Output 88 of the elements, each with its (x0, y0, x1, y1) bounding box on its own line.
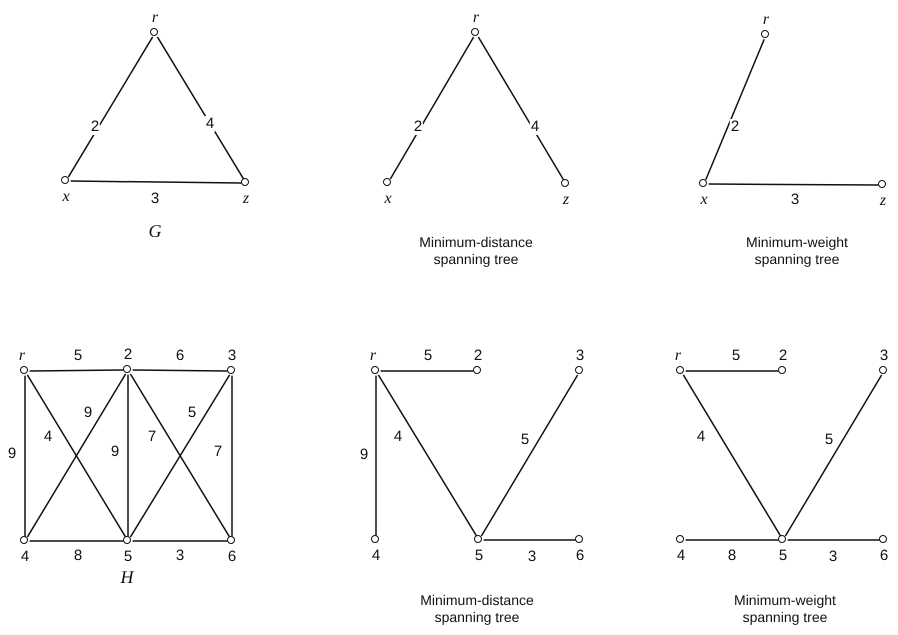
edge-weight: 2 (412, 119, 424, 135)
vertex-label: r (18, 348, 26, 364)
vertex-circle (371, 535, 380, 544)
graph-edge (686, 370, 778, 372)
vertex-label: x (700, 192, 708, 208)
vertex-label: 2 (778, 348, 788, 364)
vertex-label: 3 (576, 348, 584, 364)
vertex-circle (778, 535, 786, 544)
graph-edge (390, 36, 474, 180)
graph-edge (484, 539, 576, 541)
vertex-label: r (472, 10, 480, 26)
vertex-label: z (880, 193, 886, 209)
graph-edge (380, 370, 474, 372)
figure-caption: Minimum-distance spanning tree (419, 592, 535, 626)
vertex-label: 5 (474, 548, 484, 564)
vertex-circle (676, 366, 684, 374)
vertex-circle (778, 366, 786, 374)
edge-weight: 2 (90, 119, 100, 135)
vertex-label: 6 (576, 548, 584, 564)
vertex-label: 3 (880, 348, 888, 364)
graph-edge (127, 374, 129, 536)
graph-edge (788, 539, 880, 541)
vertex-circle (61, 176, 70, 184)
vertex-circle (878, 180, 886, 188)
vertex-circle (227, 536, 236, 544)
vertex-label: 4 (676, 548, 686, 564)
graph-name: G (148, 223, 162, 240)
vertex-label: r (762, 12, 770, 28)
vertex-label: 4 (372, 548, 380, 564)
vertex-label: 5 (778, 548, 788, 564)
vertex-circle (676, 535, 684, 544)
vertex-circle (20, 536, 28, 544)
graph-name: H (120, 569, 134, 586)
graph-edge (156, 36, 244, 180)
vertex-circle (879, 535, 888, 544)
graph-edge (705, 38, 765, 180)
vertex-circle (474, 535, 482, 544)
graph-edge (378, 374, 478, 536)
vertex-label: r (370, 348, 376, 364)
vertex-label: x (384, 191, 392, 207)
vertex-label: z (242, 191, 250, 207)
figure-caption: Minimum-weight spanning tree (745, 234, 849, 268)
graph-edge (231, 376, 233, 536)
vertex-label: r (152, 10, 158, 26)
graph-edge (682, 374, 782, 536)
vertex-circle (241, 178, 250, 186)
graph-edge (30, 540, 124, 542)
graph-edge (24, 376, 26, 536)
vertex-circle (20, 366, 28, 374)
vertex-label: z (562, 192, 570, 208)
graph-edge (30, 369, 124, 372)
vertex-label: 3 (228, 348, 236, 364)
vertex-circle (575, 366, 584, 374)
vertex-circle (575, 535, 584, 544)
vertex-label: 2 (124, 347, 132, 363)
vertex-circle (473, 366, 482, 374)
graph-edge (686, 539, 778, 541)
graph-edge (375, 376, 377, 536)
vertex-circle (761, 30, 770, 38)
graph-edge (132, 540, 228, 542)
vertex-label: 5 (124, 549, 132, 565)
graph-edge (68, 36, 154, 178)
vertex-circle (699, 179, 708, 188)
vertex-circle (383, 178, 392, 186)
vertex-circle (471, 28, 480, 36)
vertex-label: x (62, 189, 70, 205)
vertex-circle (150, 28, 158, 36)
vertex-circle (371, 366, 380, 374)
vertex-label: 2 (474, 348, 482, 364)
vertex-circle (123, 365, 132, 374)
vertex-circle (123, 536, 132, 544)
graph-edge (480, 374, 578, 536)
graph-edge (132, 369, 228, 372)
vertex-label: 6 (880, 548, 888, 564)
vertex-label: r (674, 348, 682, 364)
graph-edge (478, 36, 564, 180)
figure-caption: Minimum-distance spanning tree (418, 234, 534, 268)
edge-weight: 4 (530, 119, 540, 135)
figure-caption: Minimum-weight spanning tree (733, 592, 837, 626)
vertex-circle (561, 179, 570, 188)
edge-weight: 4 (204, 116, 216, 132)
graph-edge (784, 374, 882, 536)
vertex-label: 6 (228, 549, 236, 565)
vertex-label: 4 (20, 549, 30, 565)
vertex-circle (227, 366, 236, 374)
graph-edge (70, 180, 242, 184)
graph-edge (708, 183, 878, 186)
vertex-circle (879, 366, 888, 374)
